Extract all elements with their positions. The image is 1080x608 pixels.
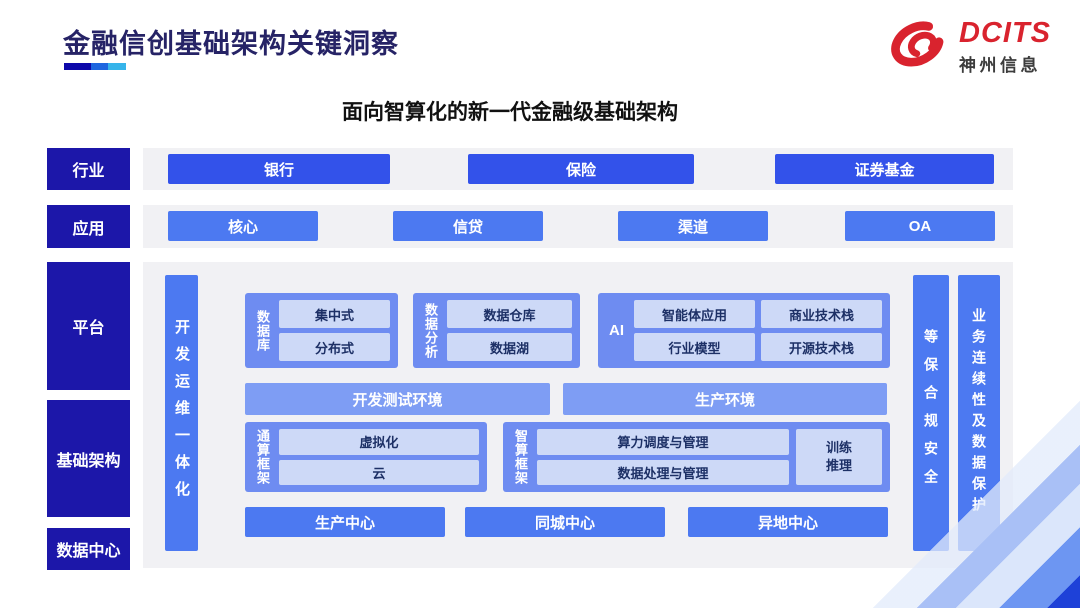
chip-commercial-stack: 商业技术栈: [761, 300, 882, 328]
ai-group-label: AI: [609, 322, 624, 339]
database-group: 数据库 集中式 分布式: [245, 293, 398, 368]
application-block-oa: OA: [845, 211, 995, 241]
underline-segment-mid: [91, 63, 108, 70]
rail-label-datacenter: 数据中心: [47, 528, 130, 570]
chip-data-warehouse: 数据仓库: [447, 300, 572, 328]
brand-company: 神州信息: [959, 55, 1041, 75]
chip-agent-apps: 智能体应用: [634, 300, 755, 328]
production-environment-bar: 生产环境: [563, 383, 887, 415]
general-compute-group: 通算框架 虚拟化 云: [245, 422, 487, 492]
chip-centralized: 集中式: [279, 300, 390, 328]
chip-data-lake: 数据湖: [447, 333, 572, 361]
database-group-label: 数据库: [255, 309, 270, 352]
datacenter-block-samecity: 同城中心: [465, 507, 665, 537]
industry-block-bank: 银行: [168, 154, 390, 184]
rail-label-platform: 平台: [47, 262, 130, 390]
datacenter-block-production: 生产中心: [245, 507, 445, 537]
intelligent-compute-chips: 算力调度与管理 数据处理与管理: [537, 429, 789, 485]
security-vertical-bar: 等保合规安全: [913, 275, 949, 551]
chip-training-inference: 训练 推理: [796, 429, 882, 485]
analytics-group: 数据分析 数据仓库 数据湖: [413, 293, 580, 368]
general-compute-chips: 虚拟化 云: [279, 429, 479, 485]
industry-block-insurance: 保险: [468, 154, 694, 184]
chip-compute-scheduling: 算力调度与管理: [537, 429, 789, 455]
rail-label-industry: 行业: [47, 148, 130, 190]
rail-label-infrastructure: 基础架构: [47, 400, 130, 517]
chip-virtualization: 虚拟化: [279, 429, 479, 455]
brand-text: DCITS 神州信息: [959, 16, 1051, 76]
intelligent-compute-group: 智算框架 算力调度与管理 数据处理与管理 训练 推理: [503, 422, 890, 492]
industry-block-securities: 证券基金: [775, 154, 994, 184]
devops-vertical-bar: 开发运维一体化: [165, 275, 198, 551]
security-bar-label: 等保合规安全: [923, 329, 939, 497]
ai-group: AI 智能体应用 商业技术栈 行业模型 开源技术栈: [598, 293, 890, 368]
continuity-bar-label: 业务连续性及数据保护: [971, 308, 987, 518]
dcits-swirl-icon: [891, 21, 944, 67]
application-block-credit: 信贷: [393, 211, 543, 241]
brand-name: DCITS: [959, 16, 1051, 49]
datacenter-block-remote: 异地中心: [688, 507, 888, 537]
brand-logo: DCITS 神州信息: [890, 16, 1051, 78]
chip-opensource-stack: 开源技术栈: [761, 333, 882, 361]
ai-chips: 智能体应用 商业技术栈 行业模型 开源技术栈: [634, 300, 882, 361]
analytics-group-label: 数据分析: [423, 302, 438, 359]
analytics-chips: 数据仓库 数据湖: [447, 300, 572, 361]
title-underline: [64, 63, 126, 70]
chip-data-processing: 数据处理与管理: [537, 459, 789, 485]
general-compute-label: 通算框架: [255, 429, 270, 485]
continuity-vertical-bar: 业务连续性及数据保护: [958, 275, 1000, 551]
chip-distributed: 分布式: [279, 333, 390, 361]
intelligent-compute-label: 智算框架: [513, 429, 528, 485]
page-title: 金融信创基础架构关键洞察: [63, 29, 399, 59]
database-chips: 集中式 分布式: [279, 300, 390, 361]
chip-industry-models: 行业模型: [634, 333, 755, 361]
devops-bar-label: 开发运维一体化: [173, 318, 190, 508]
chip-cloud: 云: [279, 459, 479, 485]
underline-segment-light: [108, 63, 126, 70]
dev-test-environment-bar: 开发测试环境: [245, 383, 550, 415]
application-block-channel: 渠道: [618, 211, 768, 241]
rail-label-application: 应用: [47, 205, 130, 248]
diagram-title: 面向智算化的新一代金融级基础架构: [342, 101, 678, 124]
application-block-core: 核心: [168, 211, 318, 241]
underline-segment-dark: [64, 63, 91, 70]
